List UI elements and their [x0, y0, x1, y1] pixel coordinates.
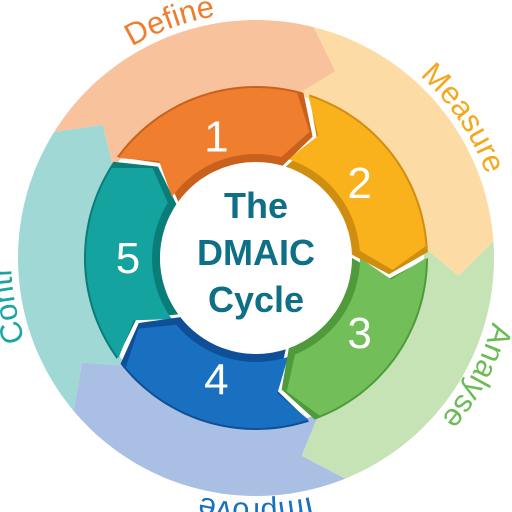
outer-arrow-measure: [296, 27, 494, 276]
outer-arrow-define: [54, 20, 336, 169]
inner-arrow-analyse: [286, 258, 426, 416]
outer-arrow-improve: [73, 362, 346, 496]
center-title-line-3: Cycle: [208, 279, 304, 320]
stage-label-improve: Improve: [195, 490, 317, 512]
center-title-line-1: The: [224, 185, 288, 226]
center-title-line-2: DMAIC: [197, 232, 315, 273]
outer-arrow-analyse: [301, 241, 494, 479]
outer-arrow-control: [18, 124, 128, 412]
stage-number-measure: 2: [347, 159, 371, 208]
center-circle: The DMAIC Cycle: [176, 178, 336, 338]
stage-number-define: 1: [204, 112, 228, 161]
inner-arrow-improve: [125, 324, 309, 428]
inner-arrow-control: [86, 167, 172, 358]
stage-number-analyse: 3: [347, 309, 371, 358]
stage-number-control: 5: [116, 234, 140, 283]
inner-arrow-define: [118, 88, 310, 197]
stage-number-improve: 4: [204, 356, 228, 405]
inner-arrow-measure: [288, 96, 426, 270]
